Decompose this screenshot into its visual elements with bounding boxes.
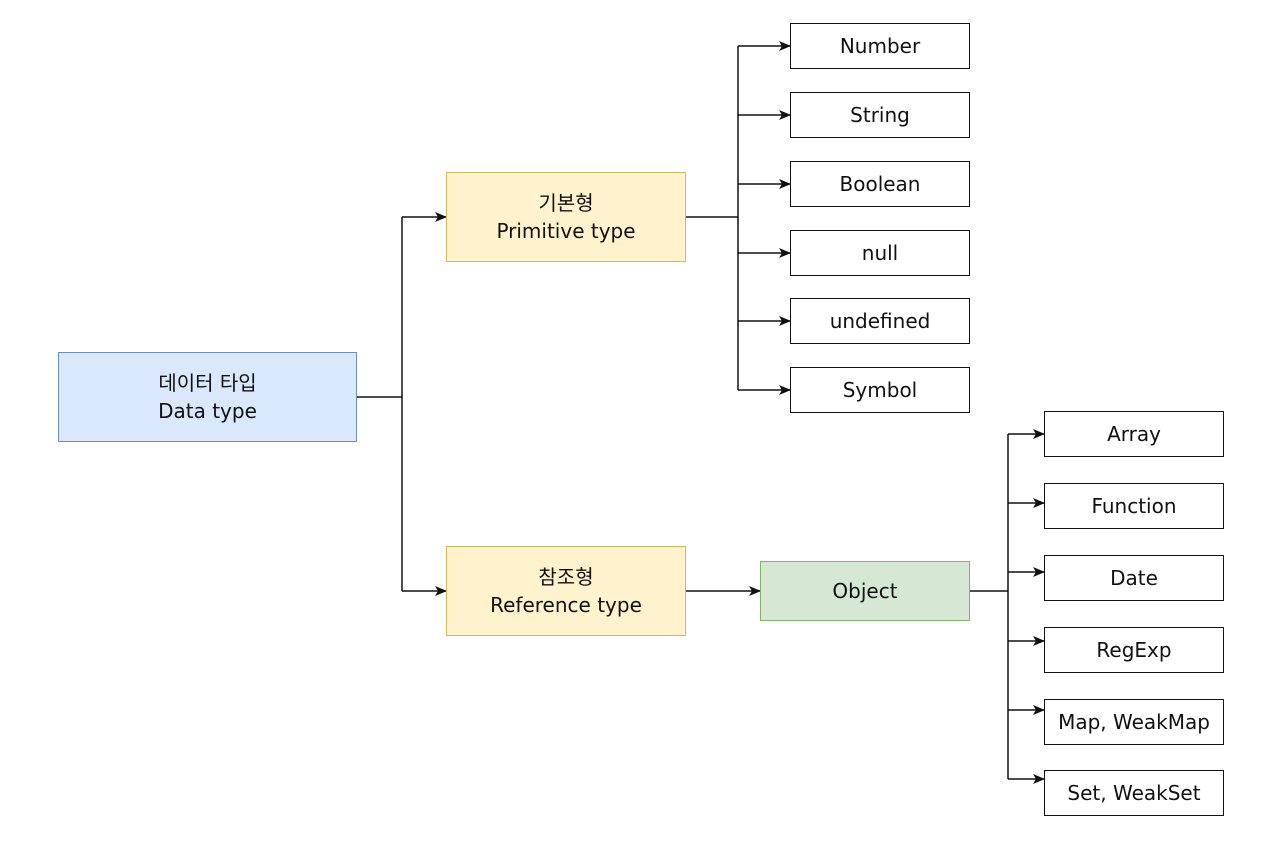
reference-type-node: 참조형 Reference type [446,546,686,636]
primitive-korean-label: 기본형 [538,191,594,215]
reference-english-label: Reference type [490,593,642,617]
primitive-leaf-label: Boolean [839,172,921,196]
object-leaf-regexp: RegExp [1044,627,1224,673]
object-leaf-label: RegExp [1096,638,1172,662]
primitive-leaf-boolean: Boolean [790,161,970,207]
primitive-type-node: 기본형 Primitive type [446,172,686,262]
primitive-leaf-string: String [790,92,970,138]
object-leaf-function: Function [1044,483,1224,529]
object-node: Object [760,561,970,621]
root-korean-label: 데이터 타입 [158,371,257,395]
primitive-leaf-label: Number [839,34,921,58]
primitive-leaf-null: null [790,230,970,276]
primitive-leaf-number: Number [790,23,970,69]
primitive-leaf-label: null [861,241,899,265]
root-english-label: Data type [158,399,257,423]
object-leaf-label: Set, WeakSet [1067,781,1201,805]
primitive-english-label: Primitive type [496,219,636,243]
primitive-leaf-symbol: Symbol [790,367,970,413]
data-type-root-node: 데이터 타입 Data type [58,352,357,442]
object-label: Object [832,579,898,603]
object-leaf-label: Function [1091,494,1177,518]
object-leaf-set: Set, WeakSet [1044,770,1224,816]
primitive-leaf-label: Symbol [842,378,918,402]
object-leaf-map: Map, WeakMap [1044,699,1224,745]
object-leaf-label: Date [1110,566,1158,590]
object-leaf-array: Array [1044,411,1224,457]
object-leaf-label: Map, WeakMap [1058,710,1210,734]
object-leaf-date: Date [1044,555,1224,601]
object-leaf-label: Array [1107,422,1161,446]
reference-korean-label: 참조형 [538,565,594,589]
primitive-leaf-label: String [850,103,910,127]
primitive-leaf-undefined: undefined [790,298,970,344]
primitive-leaf-label: undefined [829,309,931,333]
